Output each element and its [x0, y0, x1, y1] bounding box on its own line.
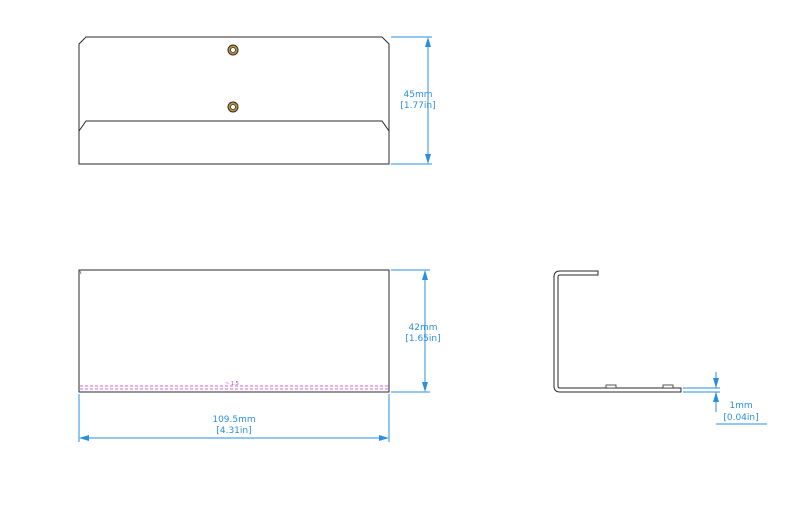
dimension-front-width: 109.5mm [4.31in]	[78, 394, 390, 442]
stud-profile-left	[605, 384, 617, 389]
front-height-mm-label: 42mm	[409, 323, 438, 333]
top-height-mm-label: 45mm	[404, 90, 433, 100]
front-view: ~ 1.5	[78, 269, 390, 393]
top-view	[78, 36, 390, 165]
thickness-mm-label: 1mm	[729, 401, 752, 411]
stud-profile-right	[662, 384, 674, 389]
stud-top	[227, 44, 239, 56]
dimension-thickness: 1mm [0.04in]	[683, 372, 767, 425]
dimension-front-height: 42mm [1.65in]	[391, 269, 441, 393]
dimension-top-height: 45mm [1.77in]	[391, 36, 436, 165]
front-width-in-label: [4.31in]	[216, 426, 251, 436]
stud-bottom	[227, 101, 239, 113]
thickness-in-label: [0.04in]	[723, 413, 758, 423]
front-height-in-label: [1.65in]	[405, 334, 440, 344]
top-view-outline	[78, 36, 390, 165]
side-view-profile	[553, 270, 682, 393]
bend-note: ~ 1.5	[225, 381, 239, 387]
top-view-flange-line	[78, 120, 390, 132]
front-view-outline	[78, 269, 390, 393]
front-width-mm-label: 109.5mm	[212, 415, 255, 425]
corner-mark	[79, 270, 82, 275]
side-view	[553, 270, 682, 393]
top-height-in-label: [1.77in]	[400, 101, 435, 111]
